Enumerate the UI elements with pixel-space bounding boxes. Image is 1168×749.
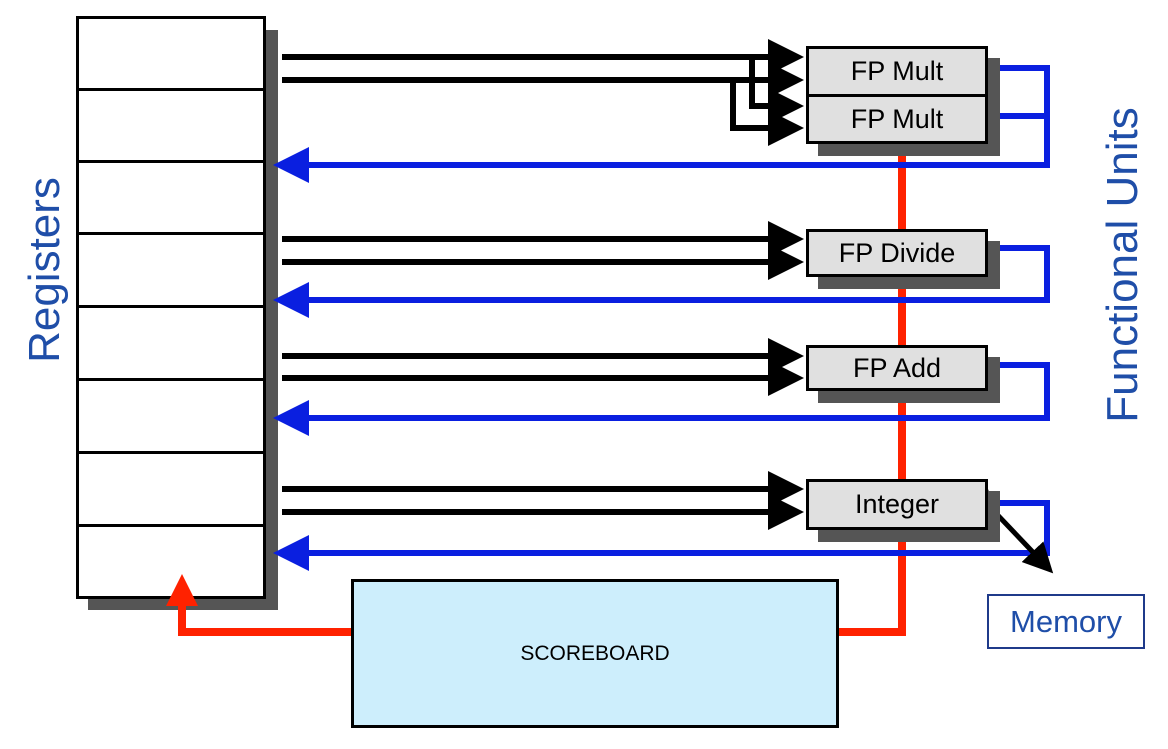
fp-divide-unit: FP Divide	[806, 229, 988, 277]
register-cell	[76, 378, 266, 454]
integer-unit: Integer	[806, 479, 988, 530]
fp-mult-2-operand-a	[749, 57, 804, 124]
register-cell	[76, 160, 266, 235]
operand-buses	[282, 39, 804, 530]
fp-add-result-bus	[273, 362, 1050, 436]
scoreboard-box: SCOREBOARD	[351, 579, 839, 728]
fp-add-unit: FP Add	[806, 345, 988, 391]
fp-divide-result-bus	[273, 245, 1050, 318]
memory-box: Memory	[987, 594, 1145, 649]
registers-label: Registers	[20, 177, 69, 363]
fp-mult-unit-1: FP Mult	[806, 46, 988, 97]
functional-units-label: Functional Units	[1098, 107, 1147, 423]
register-cell	[76, 16, 266, 91]
scoreboard-control-bus	[838, 150, 906, 636]
control-wires	[166, 150, 906, 636]
fp-mult-unit-2: FP Mult	[806, 94, 988, 144]
scoreboard-to-registers-arrow	[166, 574, 352, 636]
register-cell	[76, 451, 266, 527]
register-cell	[76, 232, 266, 308]
fp-mult-2-operand-b	[730, 80, 804, 146]
